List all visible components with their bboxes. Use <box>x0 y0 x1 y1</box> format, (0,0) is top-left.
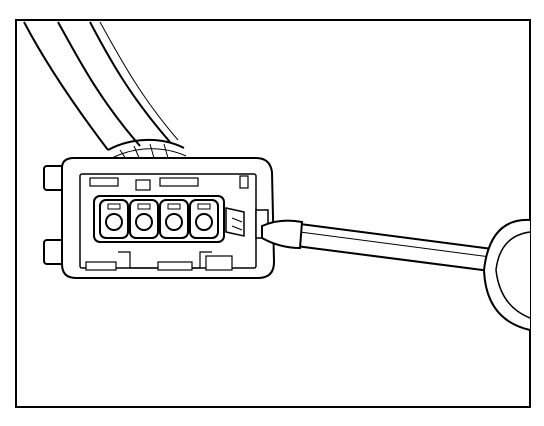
terminal-3 <box>159 199 189 239</box>
terminal-1 <box>99 199 129 239</box>
terminal-2 <box>129 199 159 239</box>
figure-border <box>15 19 531 408</box>
terminal-cavities <box>99 199 219 239</box>
screwdriver-icon <box>261 218 531 331</box>
wire-harness-icon <box>23 21 187 163</box>
terminal-4 <box>189 199 219 239</box>
